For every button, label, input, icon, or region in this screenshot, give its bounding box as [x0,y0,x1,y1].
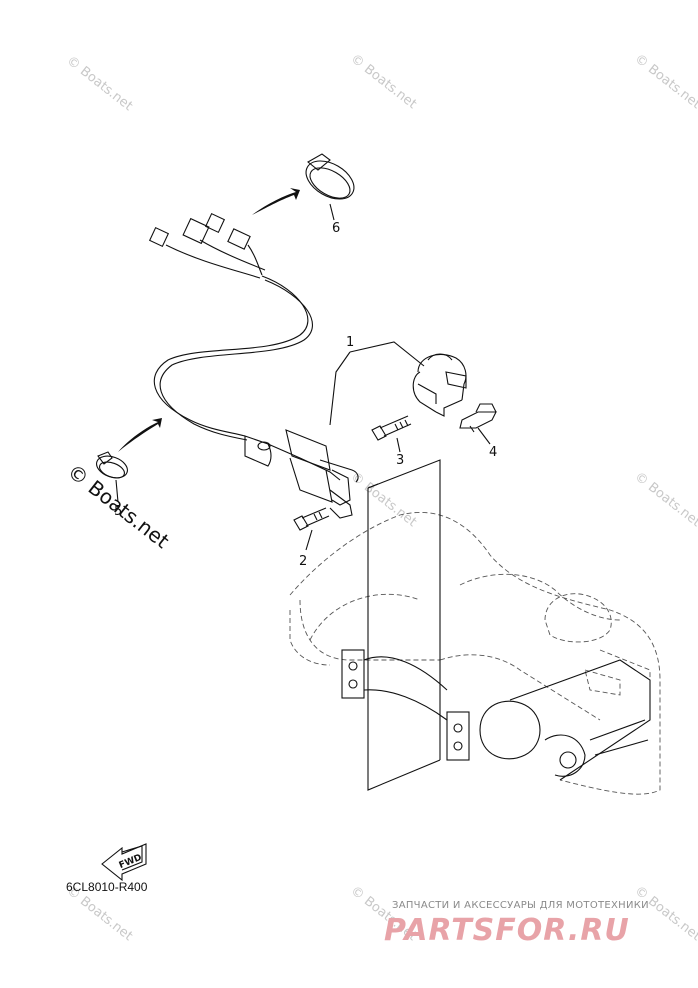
fwd-label: FWD [118,853,144,871]
trim-sensor-unit [244,429,359,519]
clamp-band-6 [305,153,355,200]
callout-3: 3 [396,453,404,468]
watermark-top-left: © Boats.net [64,53,136,114]
wire-harness [148,212,314,441]
callout-1: 1 [346,335,354,350]
trim-sensor-head [412,353,467,417]
part-code: 6CL8010-R400 [66,880,148,894]
bolt-3 [371,415,412,441]
promo-brand-logo: PARTSFOR.RU [384,913,630,948]
watermark-top-center: © Boats.net [348,51,420,112]
callout-5: 5 [114,504,122,519]
pointer-arrows [118,188,300,452]
leader-lines [115,203,491,791]
engine-tube-detail [341,649,651,781]
callout-labels: 1 2 3 4 5 6 [114,221,497,569]
forward-direction-indicator: FWD [101,843,147,882]
promo-tagline: ЗАПЧАСТИ И АКСЕССУАРЫ ДЛЯ МОТОТЕХНИКИ [392,900,649,911]
callout-4: 4 [489,445,497,460]
clamp-band-5 [96,451,128,479]
watermark-top-right: © Boats.net [632,51,698,112]
callout-6: 6 [332,221,340,236]
bolt-2 [293,507,330,531]
watermark-mid-right: © Boats.net [632,469,698,530]
clip-4 [459,403,497,433]
callout-2: 2 [299,554,307,569]
engine-bracket-outline [289,511,661,795]
watermark-group: © Boats.net © Boats.net © Boats.net © Bo… [63,51,698,944]
watermark-bottom-right: © Boats.net [632,883,698,944]
